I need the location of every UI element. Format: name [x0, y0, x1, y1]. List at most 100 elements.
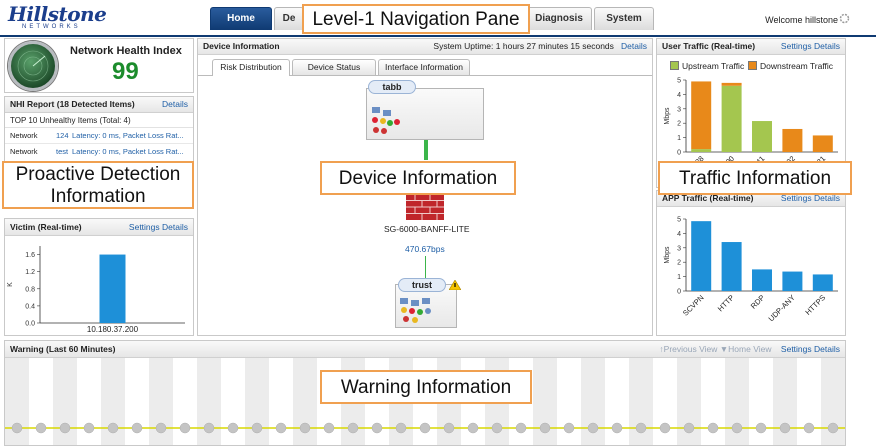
firewall-icon[interactable]: [406, 194, 444, 220]
bar: [812, 135, 833, 152]
callout-proactive-detection: Proactive Detection Information: [2, 161, 194, 209]
warning-title: Warning (Last 60 Minutes): [10, 344, 116, 354]
timeline-point: [779, 422, 791, 434]
subtab-device-status[interactable]: Device Status: [292, 59, 376, 75]
timeline-point: [155, 422, 167, 434]
timeline-point: [323, 422, 335, 434]
logo-text: Hillstone: [8, 2, 107, 26]
y-tick-label: 2: [677, 260, 681, 267]
y-axis-label: Mbps: [664, 107, 671, 125]
timeline-point: [59, 422, 71, 434]
timeline-point: [443, 422, 455, 434]
timeline-point: [803, 422, 815, 434]
link-line-bottom: [425, 256, 426, 280]
timeline-point: [587, 422, 599, 434]
timeline-point: [635, 422, 647, 434]
nhi-report-title: NHI Report (18 Detected Items): [10, 99, 135, 109]
device-info-details-link[interactable]: Details: [621, 41, 647, 51]
row-name[interactable]: test: [56, 147, 69, 156]
legend-label-downstream: Downstream Traffic: [760, 61, 834, 71]
bar: [721, 82, 742, 86]
throughput-value: 470.67bps: [405, 244, 445, 254]
legend-swatch-downstream: [748, 61, 757, 70]
y-tick-label: 1: [677, 274, 681, 281]
device-info-header: Device Information System Uptime: 1 hour…: [198, 39, 652, 55]
y-tick-label: 2: [677, 121, 681, 128]
timeline-point: [659, 422, 671, 434]
x-tick-label: HTTP: [716, 293, 736, 313]
bar: [752, 269, 772, 291]
victim-settings-link[interactable]: Settings: [128, 222, 160, 232]
nav-underline: [0, 35, 876, 37]
row-name[interactable]: 124: [56, 131, 69, 140]
timeline-point: [827, 422, 839, 434]
bar: [812, 274, 833, 291]
tab-system[interactable]: System: [594, 7, 654, 30]
warning-header: Warning (Last 60 Minutes) ↑Previous View…: [5, 341, 845, 358]
y-tick-label: 4: [677, 92, 681, 99]
app-traffic-header: APP Traffic (Real-time) Settings Details: [657, 191, 845, 207]
uptime-label: System Uptime:: [433, 41, 494, 51]
timeline-point: [251, 422, 263, 434]
bar: [782, 271, 803, 291]
victim-header: Victim (Real-time) Settings Details: [5, 219, 193, 236]
previous-view-link[interactable]: ↑Previous View: [659, 344, 718, 354]
legend-label-upstream: Upstream Traffic: [682, 61, 745, 71]
timeline-point: [395, 422, 407, 434]
y-tick-label: 0.0: [25, 321, 35, 328]
link-line-top: [424, 140, 428, 160]
bar: [721, 242, 742, 291]
y-tick-label: 0.4: [25, 303, 35, 310]
timeline-point: [491, 422, 503, 434]
warning-details-link[interactable]: Details: [814, 344, 840, 354]
uptime-value: 1 hours 27 minutes 15 seconds: [495, 41, 614, 51]
timeline-point: [731, 422, 743, 434]
tab-diagnosis[interactable]: Diagnosis: [526, 7, 592, 30]
timeline-point: [611, 422, 623, 434]
victim-panel: Victim (Real-time) Settings Details: [4, 218, 194, 336]
app-traffic-details-link[interactable]: Details: [814, 193, 840, 203]
victim-details-link[interactable]: Details: [162, 222, 188, 232]
table-row[interactable]: Network 124 Latency: 0 ms, Packet Loss R…: [5, 128, 193, 144]
timeline-point: [371, 422, 383, 434]
nhi-report-details-link[interactable]: Details: [162, 99, 188, 109]
y-tick-label: 3: [677, 106, 681, 113]
timeline-point: [299, 422, 311, 434]
home-view-link[interactable]: ▼Home View: [719, 344, 772, 354]
device-info-title: Device Information: [203, 41, 280, 51]
timeline-point: [107, 422, 119, 434]
tab-home[interactable]: Home: [210, 7, 272, 30]
x-tick-label: SCVPN: [681, 293, 706, 318]
user-traffic-details-link[interactable]: Details: [814, 41, 840, 51]
hillstone-logo[interactable]: Hillstone NETWORKS: [8, 4, 128, 30]
bar: [99, 254, 126, 323]
row-desc[interactable]: Latency: 0 ms, Packet Loss Rat...: [72, 147, 184, 156]
welcome-text: Welcome hillstone: [765, 15, 838, 25]
x-tick-label: UDP-ANY: [767, 293, 797, 323]
subtab-risk-distribution[interactable]: Risk Distribution: [212, 59, 290, 76]
device-name: SG-6000-BANFF-LITE: [384, 224, 470, 234]
row-desc[interactable]: Latency: 0 ms, Packet Loss Rat...: [72, 131, 184, 140]
callout-navigation: Level-1 Navigation Pane: [302, 4, 530, 34]
warning-settings-link[interactable]: Settings: [780, 344, 812, 354]
timeline-point: [203, 422, 215, 434]
timeline-point: [11, 422, 23, 434]
bar: [721, 85, 742, 152]
zone-cloud-trust: trust: [398, 278, 446, 292]
x-tick-label: RDP: [749, 293, 767, 311]
victim-title: Victim (Real-time): [10, 222, 82, 232]
y-tick-label: 0.8: [25, 286, 35, 293]
table-row[interactable]: Network test Latency: 0 ms, Packet Loss …: [5, 144, 193, 159]
timeline-point: [275, 422, 287, 434]
subtab-interface-information[interactable]: Interface Information: [378, 59, 470, 75]
y-tick-label: 0: [677, 150, 681, 157]
y-tick-label: 5: [677, 217, 681, 224]
host-icons-bottom: [398, 296, 442, 326]
user-traffic-settings-link[interactable]: Settings: [780, 41, 812, 51]
bar: [782, 128, 803, 152]
app-traffic-settings-link[interactable]: Settings: [780, 193, 812, 203]
y-tick-label: 1.6: [25, 252, 35, 259]
bar: [691, 149, 712, 152]
tab-dashboard[interactable]: De: [274, 7, 304, 30]
bar: [691, 81, 712, 150]
